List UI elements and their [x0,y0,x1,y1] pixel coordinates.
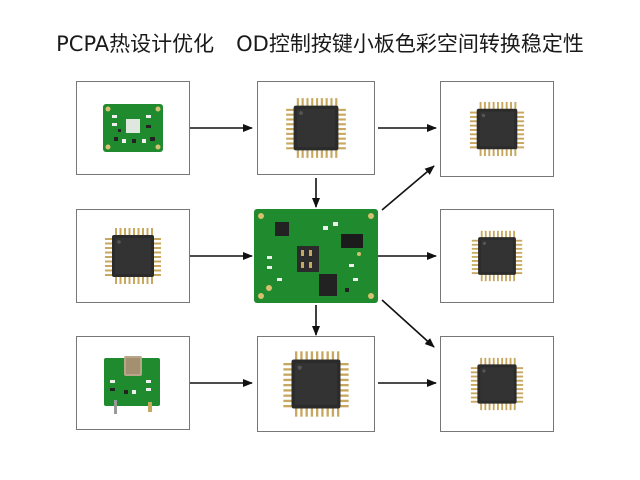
title-part-1: PCPA热设计优化 [56,32,215,56]
small-pcb-board-icon [103,104,163,152]
control-key-board-icon [254,209,378,303]
arrow-center-to-right-top [381,165,435,211]
qfp-chip-icon [470,357,524,411]
node-left-middle [76,209,190,303]
qfp-chip-icon [469,101,525,157]
page-title: PCPA热设计优化 OD控制按键小板色彩空间转换稳定性 [0,28,640,58]
node-center-top [257,81,375,175]
arrow-center-to-right-bottom [381,299,435,348]
node-right-top [440,81,554,177]
qfp-chip-icon [105,228,161,284]
node-right-bottom [440,336,554,432]
qfp-chip-icon [286,98,346,158]
node-right-middle [440,209,554,303]
node-center-bottom [257,336,375,432]
pcb-with-crystal-icon [104,356,160,414]
title-part-2: OD控制按键小板色彩空间转换稳定性 [236,32,584,56]
qfp-chip-icon [471,230,523,282]
node-left-top [76,81,190,175]
qfp-chip-icon [283,351,349,417]
node-center [254,209,378,303]
node-left-bottom [76,336,190,430]
